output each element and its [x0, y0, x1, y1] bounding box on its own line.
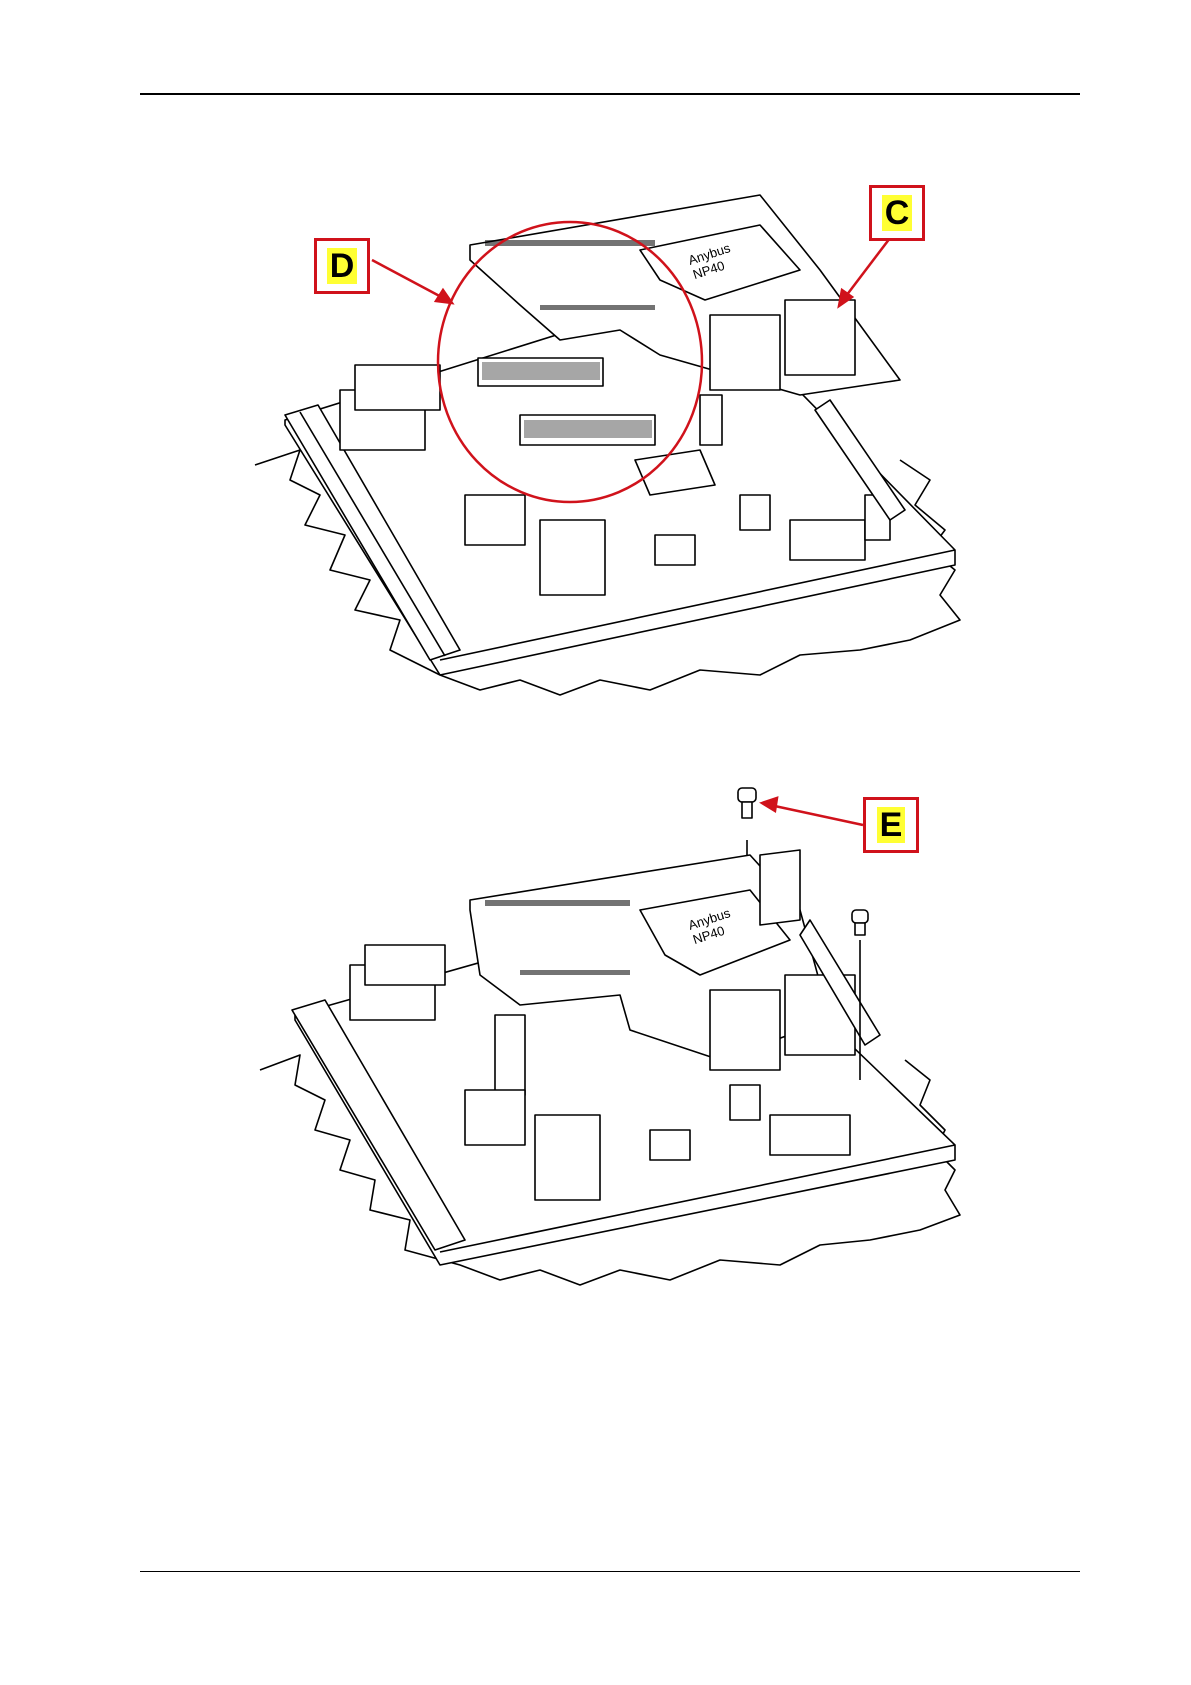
rj45-socket-1 [710, 990, 780, 1070]
dip-switch [650, 1130, 690, 1160]
arrow-d [372, 260, 447, 300]
board-drawing-bottom: Anybus NP40 [0, 760, 1191, 1320]
small-connector [465, 1090, 525, 1145]
rj45-socket-1 [710, 315, 780, 390]
header-rule [140, 93, 1080, 95]
vertical-header [495, 1015, 525, 1095]
arrow-e [770, 805, 863, 825]
callout-e: E [863, 797, 919, 853]
edge-connector [760, 850, 800, 925]
callout-arrows [762, 798, 863, 825]
relay-2 [355, 365, 440, 410]
callout-c-letter: C [882, 195, 913, 231]
small-connector [465, 495, 525, 545]
terminal-connector-4pin [770, 1115, 850, 1155]
callout-e-letter: E [877, 807, 906, 843]
board-assembled-view-bottom: Anybus NP40 [0, 760, 1191, 1320]
callout-d-letter: D [327, 248, 358, 284]
board-drawing-top: Anybus NP40 [0, 150, 1191, 720]
arrow-c [843, 238, 890, 300]
callout-c: C [869, 185, 925, 241]
board-exploded-view-top: Anybus NP40 [0, 150, 1191, 720]
jumper-connector [740, 495, 770, 530]
footer-rule [140, 1571, 1080, 1572]
connector-box [540, 520, 605, 595]
connector-box [535, 1115, 600, 1200]
relay-2 [365, 945, 445, 985]
terminal-connector-4pin [790, 520, 865, 560]
rj45-socket-2 [785, 300, 855, 375]
callout-d: D [314, 238, 370, 294]
jumper-connector [730, 1085, 760, 1120]
dip-switch [655, 535, 695, 565]
